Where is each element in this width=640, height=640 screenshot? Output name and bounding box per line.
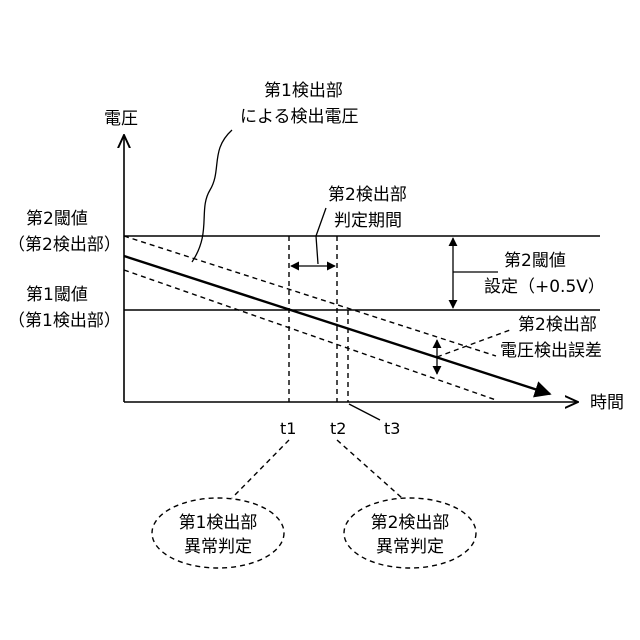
- detected-voltage-label-line2: による検出電圧: [240, 107, 359, 127]
- judgment-period-label-line2: 判定期間: [334, 211, 402, 231]
- detection-error-label-line1: 第2検出部: [518, 315, 597, 335]
- y-axis-label: 電圧: [104, 109, 138, 129]
- t2-label: t2: [330, 419, 346, 438]
- t3-label: t3: [384, 419, 400, 438]
- first-bubble-line1: 第1検出部: [179, 513, 258, 533]
- error-band-upper: [124, 236, 496, 356]
- t3-leader: [349, 404, 380, 420]
- first-threshold-label: 第1閾値: [26, 285, 88, 305]
- first-bubble-line2: 異常判定: [184, 537, 252, 557]
- detection-error-label-line2: 電圧検出誤差: [500, 341, 602, 361]
- x-axis-label: 時間: [590, 393, 624, 413]
- judgment-period-label-line1: 第2検出部: [328, 185, 407, 205]
- detected-voltage-leader: [192, 130, 232, 262]
- first-detector-judgment-bubble: [152, 498, 284, 568]
- detected-voltage-label-line1: 第1検出部: [264, 81, 343, 101]
- second-threshold-label: 第2閾値: [26, 209, 88, 229]
- t2-bubble-leader: [337, 440, 402, 498]
- first-threshold-sublabel: （第1検出部）: [8, 311, 121, 331]
- second-threshold-sublabel: （第2検出部）: [8, 235, 121, 255]
- t1-bubble-leader: [232, 440, 289, 498]
- t1-label: t1: [280, 419, 296, 438]
- error-band-lower: [124, 270, 496, 400]
- second-detector-judgment-bubble: [344, 498, 476, 568]
- second-bubble-line2: 異常判定: [376, 537, 444, 557]
- second-bubble-line1: 第2検出部: [371, 513, 450, 533]
- threshold-setting-label-line1: 第2閾値: [504, 251, 566, 271]
- threshold-setting-label-line2: 設定（+0.5V）: [484, 277, 605, 297]
